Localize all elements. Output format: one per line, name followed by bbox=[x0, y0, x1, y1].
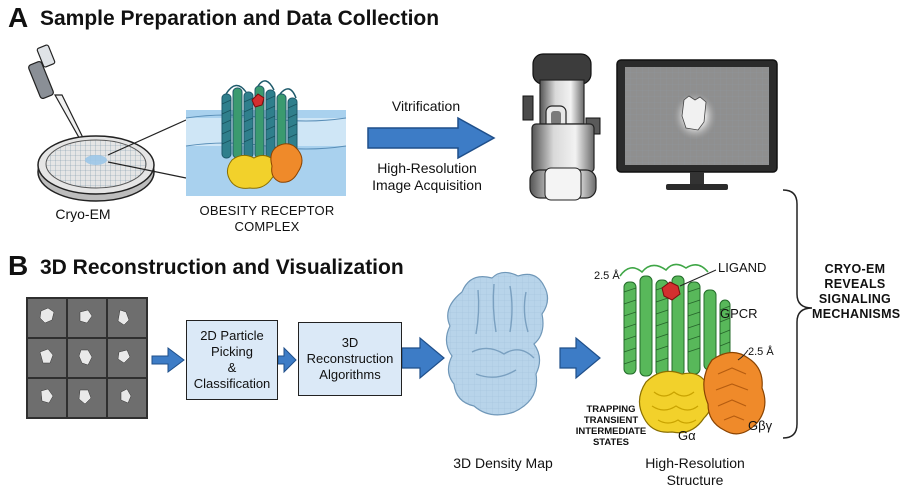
step2-line2: Reconstruction bbox=[306, 351, 394, 366]
conclusion-line3: SIGNALING bbox=[818, 292, 892, 306]
step1-line2: Picking bbox=[211, 344, 253, 359]
trapping-line3: INTERMEDIATE bbox=[575, 426, 647, 437]
zoom-line-top bbox=[107, 119, 187, 156]
cryo-em-label: Cryo-EM bbox=[55, 206, 111, 222]
complex-label-line2: COMPLEX bbox=[234, 219, 300, 234]
gpcr-label: GPCR bbox=[720, 306, 758, 321]
density-map-label: 3D Density Map bbox=[453, 455, 553, 471]
membrane-receptor-illustration bbox=[185, 80, 347, 196]
panel-b-title: 3D Reconstruction and Visualization bbox=[40, 256, 404, 279]
structure-illustration bbox=[619, 263, 766, 435]
step1-line4: Classification bbox=[193, 376, 271, 391]
particle-class-grid bbox=[26, 297, 148, 419]
panel-a-title: Sample Preparation and Data Collection bbox=[40, 7, 440, 30]
structure-label: High-Resolution Structure bbox=[630, 455, 760, 489]
arrow-to-reconstruction bbox=[277, 346, 297, 374]
arrow-vitrification bbox=[367, 116, 496, 160]
conclusion-text: CRYO-EM REVEALS SIGNALING MECHANISMS bbox=[812, 262, 900, 322]
panel-a-letter: A bbox=[8, 2, 29, 33]
acquisition-label-line1: High-Resolution bbox=[377, 160, 477, 176]
acquisition-label: High-Resolution Image Acquisition bbox=[352, 160, 502, 194]
density-map-illustration bbox=[445, 271, 549, 416]
arrow-to-picking bbox=[151, 347, 185, 373]
zoom-line-bottom bbox=[107, 161, 187, 179]
cryo-grid-icon bbox=[37, 135, 155, 202]
step2-line3: Algorithms bbox=[319, 367, 381, 382]
ligand-label: LIGAND bbox=[718, 260, 767, 275]
step-particle-picking: 2D Particle Picking & Classification bbox=[186, 320, 278, 400]
ligand-pointer bbox=[679, 269, 717, 287]
trapping-line1: TRAPPING bbox=[586, 404, 636, 415]
acquisition-label-line2: Image Acquisition bbox=[372, 177, 482, 193]
arrow-to-structure bbox=[559, 336, 601, 380]
step-reconstruction: 3D Reconstruction Algorithms bbox=[298, 322, 402, 396]
arrow-to-density-map bbox=[401, 336, 445, 380]
panel-b-letter: B bbox=[8, 250, 29, 281]
g-alpha-label: Gα bbox=[678, 428, 696, 443]
g-beta-gamma-label: Gβγ bbox=[748, 418, 773, 433]
conclusion-line2: REVEALS bbox=[824, 277, 886, 291]
structure-label-line2: Structure bbox=[666, 472, 724, 488]
complex-label: OBESITY RECEPTOR COMPLEX bbox=[186, 203, 348, 235]
step2-line1: 3D bbox=[341, 335, 359, 350]
trapping-line4: STATES bbox=[592, 437, 630, 448]
step1-line1: 2D Particle bbox=[200, 328, 264, 343]
summary-bracket bbox=[782, 189, 813, 439]
conclusion-line4: MECHANISMS bbox=[812, 307, 900, 321]
complex-label-line1: OBESITY RECEPTOR bbox=[199, 203, 335, 218]
microscope-icon bbox=[522, 53, 601, 201]
vitrification-label: Vitrification bbox=[391, 98, 461, 114]
step1-line3: & bbox=[227, 360, 237, 375]
resolution-label-top: 2.5 Å bbox=[594, 270, 620, 282]
resolution-label-right: 2.5 Å bbox=[748, 346, 774, 358]
trapping-line2: TRANSIENT bbox=[583, 415, 639, 426]
trapping-label: TRAPPING TRANSIENT INTERMEDIATE STATES bbox=[568, 404, 654, 448]
conclusion-line1: CRYO-EM bbox=[824, 262, 886, 276]
monitor-icon bbox=[616, 59, 778, 190]
structure-label-line1: High-Resolution bbox=[645, 455, 745, 471]
